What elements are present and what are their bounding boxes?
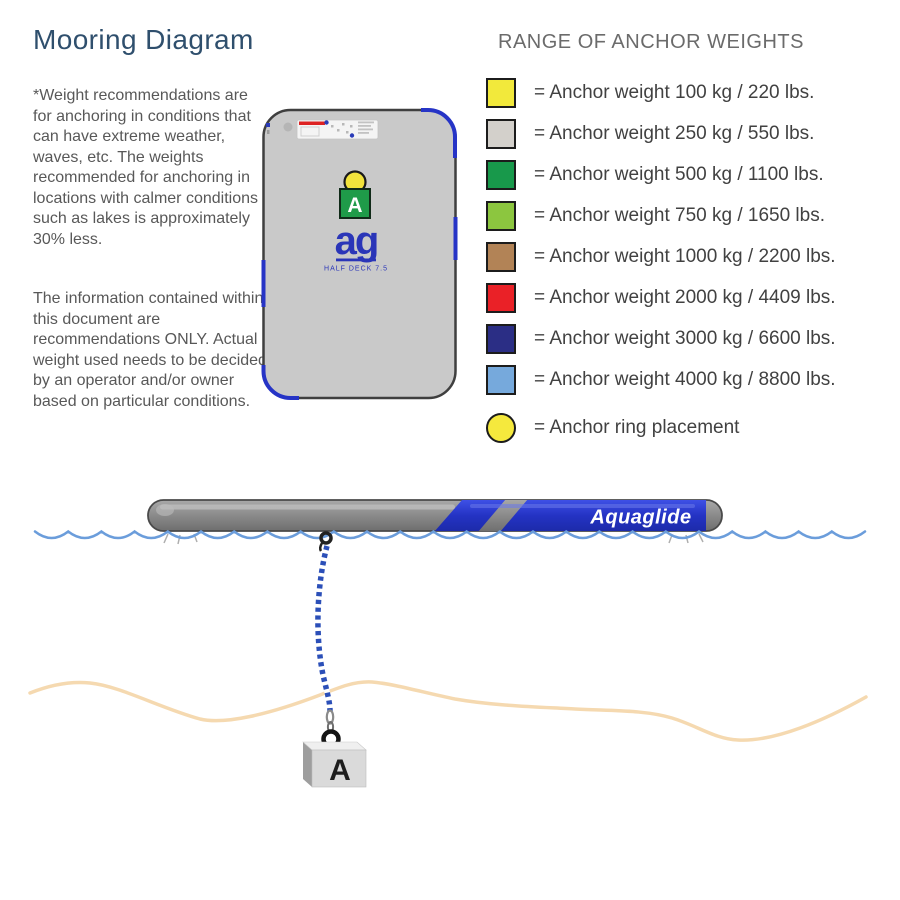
brand-logo-text: ag (335, 219, 378, 263)
deck-blue-edge-accents (261, 108, 458, 400)
legend-label: = Anchor weight 100 kg / 220 lbs. (534, 81, 815, 103)
deck-top-view-illustration: A ag HALF DECK 7.5 (261, 108, 458, 400)
swatch-red (486, 282, 516, 313)
swatch-green (486, 159, 516, 190)
note-weight-recommendations: *Weight recommendations are for anchorin… (33, 87, 258, 248)
legend-label: = Anchor weight 250 kg / 550 lbs. (534, 122, 815, 144)
model-label: HALF DECK 7.5 (324, 266, 388, 273)
chain-link-icon (321, 709, 341, 749)
swatch-gray (486, 118, 516, 149)
legend-label: = Anchor weight 3000 kg / 6600 lbs. (534, 327, 836, 349)
splash-marks (163, 533, 704, 545)
waterline-waves (33, 529, 867, 540)
legend-row: = Anchor weight 500 kg / 1100 lbs. (486, 159, 836, 190)
legend-row: = Anchor weight 1000 kg / 2200 lbs. (486, 241, 836, 272)
swatch-light-blue (486, 364, 516, 395)
anchor-weight-block: A (302, 741, 367, 788)
legend-label: = Anchor ring placement (534, 416, 740, 438)
legend-row: = Anchor ring placement (486, 412, 836, 443)
swatch-brown (486, 241, 516, 272)
legend-row: = Anchor weight 750 kg / 1650 lbs. (486, 200, 836, 231)
legend-label: = Anchor weight 1000 kg / 2200 lbs. (534, 245, 836, 267)
brand-logo: ag HALF DECK 7.5 (324, 219, 388, 273)
mooring-side-view-illustration: Aquaglide A (28, 499, 868, 788)
legend-label: = Anchor weight 4000 kg / 8800 lbs. (534, 368, 836, 390)
swatch-ring-yellow (486, 412, 516, 443)
swatch-light-green (486, 200, 516, 231)
legend-label: = Anchor weight 500 kg / 1100 lbs. (534, 163, 824, 185)
legend-row: = Anchor weight 3000 kg / 6600 lbs. (486, 323, 836, 354)
legend-row: = Anchor weight 100 kg / 220 lbs. (486, 77, 836, 108)
swatch-navy (486, 323, 516, 354)
legend-row: = Anchor weight 2000 kg / 4409 lbs. (486, 282, 836, 313)
legend-row: = Anchor weight 250 kg / 550 lbs. (486, 118, 836, 149)
anchor-pad-letter: A (347, 194, 362, 217)
legend-row: = Anchor weight 4000 kg / 8800 lbs. (486, 364, 836, 395)
platform-brand-label: Aquaglide (589, 507, 691, 529)
seabed-line (28, 680, 868, 742)
legend-title: RANGE OF ANCHOR WEIGHTS (498, 31, 804, 53)
warning-label (266, 119, 379, 140)
shackle-icon (318, 531, 333, 552)
anchor-pad-icon: A (339, 188, 371, 219)
page-title: Mooring Diagram (33, 24, 254, 55)
anchor-weight-legend: = Anchor weight 100 kg / 220 lbs. = Anch… (486, 77, 836, 453)
swatch-yellow (486, 77, 516, 108)
note-disclaimer: The information contained within this do… (33, 290, 267, 410)
legend-label: = Anchor weight 750 kg / 1650 lbs. (534, 204, 826, 226)
anchor-block-letter: A (329, 754, 351, 787)
platform-side-view: Aquaglide (147, 499, 723, 532)
mooring-rope (315, 545, 333, 712)
legend-label: = Anchor weight 2000 kg / 4409 lbs. (534, 286, 836, 308)
